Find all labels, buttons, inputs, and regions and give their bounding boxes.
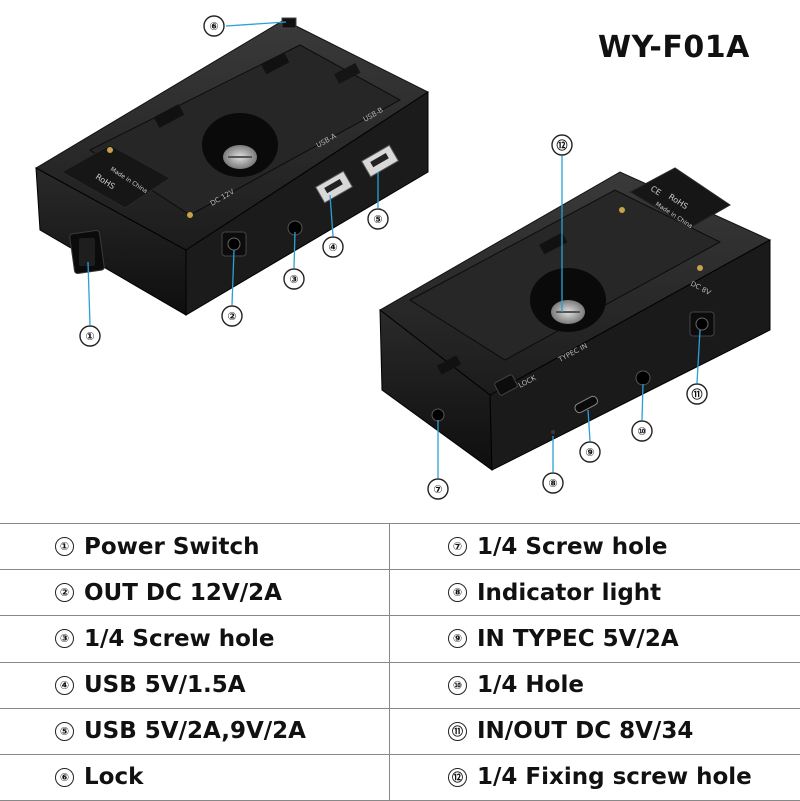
legend-item-5: ⑤ USB 5V/2A,9V/2A bbox=[0, 709, 389, 755]
svg-text:⑦: ⑦ bbox=[433, 483, 442, 496]
legend-item-2: ② OUT DC 12V/2A bbox=[0, 570, 389, 617]
svg-text:⑥: ⑥ bbox=[209, 20, 218, 33]
callout-6: ⑥ bbox=[203, 15, 225, 37]
callout-5: ⑤ bbox=[367, 208, 389, 230]
legend-item-10: ⑩ 1/4 Hole bbox=[389, 662, 800, 709]
callout-8: ⑧ bbox=[542, 472, 564, 494]
svg-text:⑨: ⑨ bbox=[585, 446, 594, 459]
callout-12: ⑫ bbox=[551, 134, 573, 156]
callout-3: ③ bbox=[283, 268, 305, 290]
product-image: RoHS Made in China DC 12V USB-A USB-B bbox=[34, 15, 772, 500]
legend-item-7: ⑦ 1/4 Screw hole bbox=[389, 524, 800, 571]
legend-item-4: ④ USB 5V/1.5A bbox=[0, 663, 389, 709]
indicator-light bbox=[551, 430, 555, 434]
legend-item-11: ⑪ IN/OUT DC 8V/34 bbox=[389, 708, 800, 755]
legend-number: ⑥ bbox=[55, 767, 74, 787]
legend-number: ① bbox=[55, 537, 74, 557]
legend-label: 1/4 Screw hole bbox=[84, 625, 275, 652]
legend-label: OUT DC 12V/2A bbox=[84, 579, 282, 606]
callout-4: ④ bbox=[322, 236, 344, 258]
model-title: WY-F01A bbox=[598, 30, 750, 65]
front-screw-hole bbox=[431, 408, 445, 422]
right-device: CE RoHS Made in China DC 8V TYPEC IN LOC… bbox=[379, 167, 772, 472]
legend-table: ① Power Switch ⑦ 1/4 Screw hole ② OUT DC 12… bbox=[0, 523, 800, 801]
legend-label: USB 5V/2A,9V/2A bbox=[84, 718, 306, 745]
legend-item-6: ⑥ Lock bbox=[0, 755, 389, 801]
legend-number: ⑦ bbox=[448, 537, 467, 557]
legend-item-3: ③ 1/4 Screw hole bbox=[0, 616, 389, 663]
legend-number: ⑨ bbox=[448, 629, 467, 649]
left-device: RoHS Made in China DC 12V USB-A USB-B bbox=[34, 17, 430, 316]
legend-number: ③ bbox=[55, 629, 74, 649]
callout-1: ① bbox=[79, 325, 101, 347]
svg-text:②: ② bbox=[227, 310, 236, 323]
callout-7: ⑦ bbox=[427, 478, 449, 500]
legend-label: 1/4 Fixing screw hole bbox=[477, 764, 752, 791]
side-hole-right bbox=[635, 370, 651, 386]
legend-label: Power Switch bbox=[84, 533, 260, 560]
legend-number: ⑪ bbox=[448, 721, 467, 741]
legend-number: ② bbox=[55, 583, 74, 603]
svg-text:⑧: ⑧ bbox=[548, 477, 557, 490]
typec-port bbox=[574, 395, 599, 414]
legend-number: ⑤ bbox=[55, 721, 74, 741]
svg-text:⑩: ⑩ bbox=[637, 425, 646, 438]
callout-9: ⑨ bbox=[579, 441, 601, 463]
legend-number: ⑫ bbox=[448, 767, 467, 787]
leader-lines bbox=[87, 21, 701, 478]
legend-number: ④ bbox=[55, 675, 74, 695]
legend-number: ⑩ bbox=[448, 675, 467, 695]
svg-text:③: ③ bbox=[289, 273, 298, 286]
legend-item-9: ⑨ IN TYPEC 5V/2A bbox=[389, 616, 800, 663]
legend-label: IN TYPEC 5V/2A bbox=[477, 625, 679, 652]
legend-label: Indicator light bbox=[477, 579, 662, 606]
legend-number: ⑧ bbox=[448, 583, 467, 603]
legend-item-8: ⑧ Indicator light bbox=[389, 570, 800, 617]
callout-11: ⑪ bbox=[686, 383, 708, 405]
callout-2: ② bbox=[221, 305, 243, 327]
svg-text:④: ④ bbox=[328, 241, 337, 254]
svg-text:⑫: ⑫ bbox=[557, 138, 568, 152]
svg-text:⑪: ⑪ bbox=[692, 387, 703, 401]
legend-item-1: ① Power Switch bbox=[0, 524, 389, 571]
legend-item-12: ⑫ 1/4 Fixing screw hole bbox=[389, 754, 800, 801]
lock-nub[interactable] bbox=[281, 17, 297, 29]
svg-text:①: ① bbox=[85, 330, 94, 343]
legend-label: 1/4 Hole bbox=[477, 672, 584, 699]
legend-label: 1/4 Screw hole bbox=[477, 533, 668, 560]
lock-slider[interactable] bbox=[494, 374, 518, 396]
callout-10: ⑩ bbox=[631, 420, 653, 442]
svg-text:⑤: ⑤ bbox=[373, 213, 382, 226]
legend-label: USB 5V/1.5A bbox=[84, 672, 246, 699]
legend-label: IN/OUT DC 8V/34 bbox=[477, 718, 694, 745]
legend-label: Lock bbox=[84, 764, 144, 791]
